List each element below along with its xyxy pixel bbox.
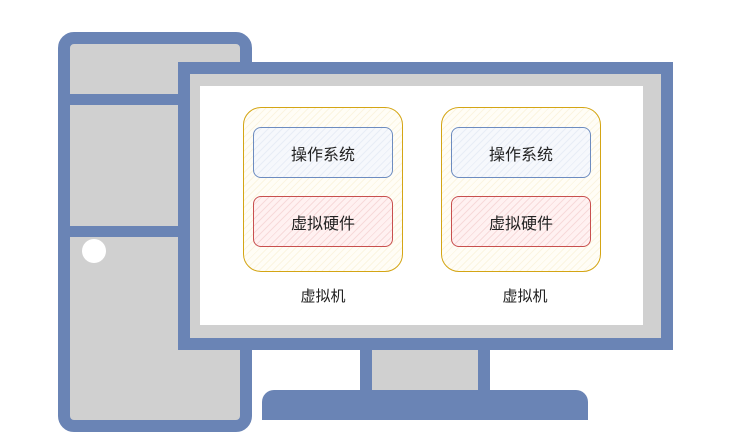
vm2-virtual-hardware: 虚拟硬件: [451, 196, 591, 247]
vm2-operating-system: 操作系统: [451, 127, 591, 178]
tower-bay-divider: [70, 94, 240, 105]
power-button-icon: [82, 239, 106, 263]
vm1-label: 虚拟机: [300, 287, 346, 305]
monitor-base: [262, 390, 588, 420]
tower-bay-divider: [70, 226, 240, 237]
vm2-label: 虚拟机: [502, 287, 548, 305]
vm1-virtual-hardware: 虚拟硬件: [253, 196, 393, 247]
vm1-operating-system: 操作系统: [253, 127, 393, 178]
